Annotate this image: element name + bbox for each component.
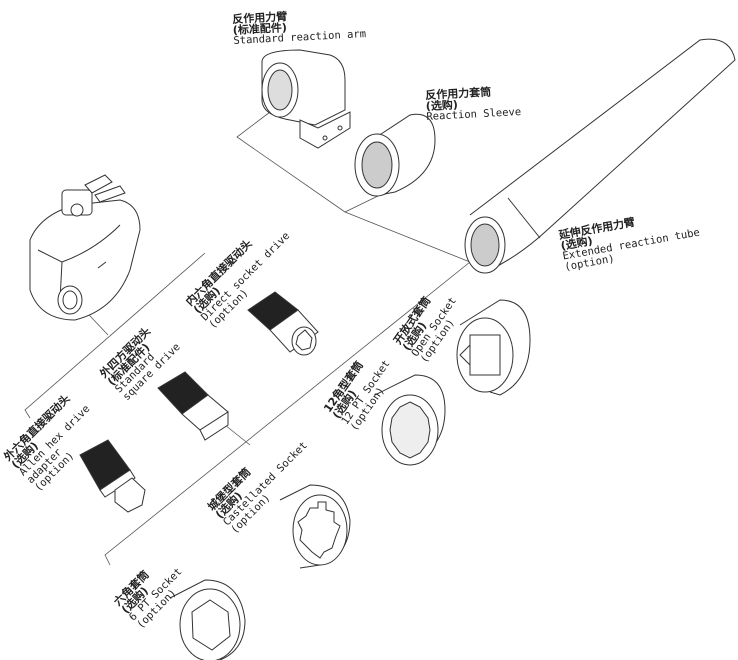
standard-reaction-arm xyxy=(261,49,351,149)
reaction-sleeve xyxy=(354,113,436,197)
socket-12pt xyxy=(374,374,446,466)
leader-lines xyxy=(24,111,471,566)
label-reaction-sleeve: 反作用力套筒 (选购) Reaction Sleeve xyxy=(425,85,521,123)
hydraulic-torque-wrench xyxy=(29,174,141,321)
extended-reaction-tube xyxy=(464,38,736,274)
square-drive xyxy=(157,371,229,441)
open-socket xyxy=(456,299,531,396)
allen-hex-adapter xyxy=(79,439,146,513)
castellated-socket xyxy=(279,484,351,569)
socket-6pt xyxy=(169,579,246,660)
label-standard-reaction-arm: 反作用力臂 (标准配件) Standard reaction arm xyxy=(232,7,366,47)
direct-socket-drive xyxy=(247,291,319,356)
